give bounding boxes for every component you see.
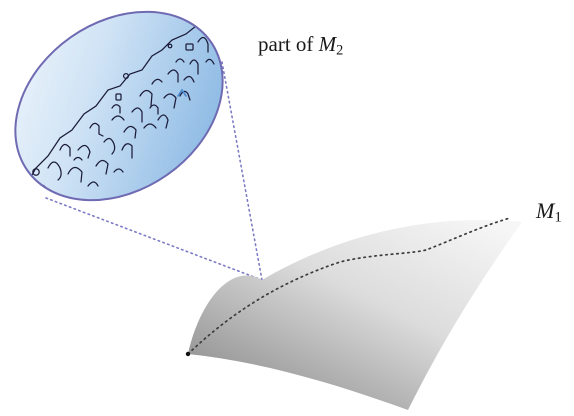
dotted-path <box>187 217 511 355</box>
cell-dot <box>167 43 173 49</box>
cell <box>59 143 71 157</box>
label-part-of-m2: part of M2 <box>258 32 343 60</box>
cell <box>205 58 215 65</box>
highlight-cell <box>177 88 187 97</box>
cell <box>131 107 143 123</box>
magnified-ellipse <box>15 11 223 201</box>
cell <box>121 143 133 159</box>
magnified-ellipse-outline <box>14 10 224 202</box>
fracture-boundary <box>11 19 213 201</box>
cell <box>183 75 195 83</box>
cell <box>189 59 199 75</box>
cell <box>179 90 191 101</box>
cell <box>89 122 104 137</box>
label-m1: M1 <box>536 198 562 227</box>
connector-line-upper <box>221 61 263 281</box>
cell <box>47 161 62 181</box>
cell <box>87 181 99 187</box>
cell <box>175 58 185 63</box>
label-m1-symbol: M <box>536 198 555 223</box>
connector-line-lower <box>45 197 263 281</box>
cell <box>143 123 157 129</box>
cell <box>113 168 124 173</box>
cell <box>167 69 179 83</box>
cell-box <box>185 43 194 51</box>
cell-dot <box>32 168 40 176</box>
cell-dot <box>122 72 130 80</box>
cell <box>163 93 177 109</box>
manifold-m1-surface <box>188 219 522 410</box>
cell <box>67 166 83 183</box>
cell <box>77 144 91 159</box>
cell <box>139 89 153 107</box>
cell <box>111 104 121 114</box>
cell <box>103 137 116 155</box>
cell <box>123 125 137 139</box>
cell <box>157 114 169 129</box>
cell-box <box>115 93 122 101</box>
cell <box>111 115 125 121</box>
label-m2-symbol: M <box>318 32 337 56</box>
path-start-point <box>185 351 191 357</box>
magnified-region <box>11 10 224 202</box>
cell <box>149 104 159 115</box>
cell <box>151 78 163 85</box>
cell <box>95 159 109 175</box>
cell <box>197 36 209 53</box>
cell <box>73 156 83 161</box>
label-m2-subscript: 2 <box>336 42 344 59</box>
label-part-of-prefix: part of <box>258 32 319 56</box>
label-m1-subscript: 1 <box>554 209 562 226</box>
